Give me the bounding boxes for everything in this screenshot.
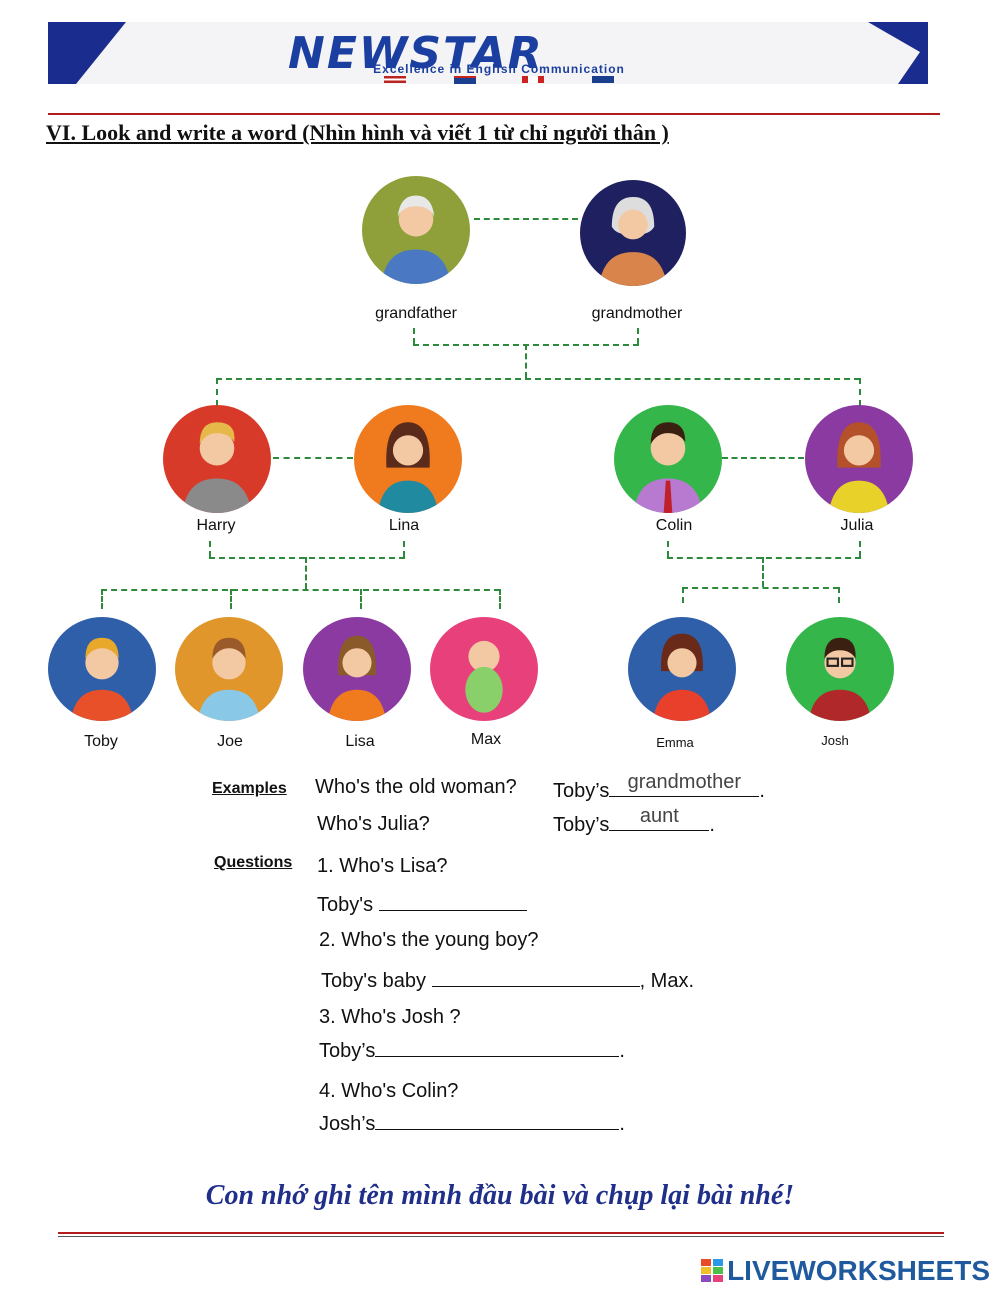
footer-reminder: Con nhớ ghi tên mình đầu bài và chụp lại…	[205, 1180, 795, 1211]
question-2-answer-input[interactable]	[431, 966, 640, 987]
emma-avatar	[628, 617, 736, 721]
connector	[403, 541, 405, 557]
josh-avatar	[786, 617, 894, 721]
toby-avatar	[48, 617, 156, 721]
grandmother-avatar	[580, 180, 686, 286]
footer-divider-2	[58, 1236, 944, 1237]
liveworksheets-logo: LIVEWORKSHEETS	[701, 1255, 990, 1287]
header-banner: NEWSTAR Excellence in English Communicat…	[48, 22, 928, 84]
joe-avatar	[175, 617, 283, 721]
uk-flag-icon	[454, 76, 476, 84]
connector	[859, 378, 861, 406]
footer-divider	[58, 1232, 944, 1234]
connector	[216, 378, 218, 406]
connector	[637, 328, 639, 344]
newstar-tagline: Excellence in English Communication	[373, 62, 625, 76]
julia-avatar	[805, 405, 913, 513]
liveworksheets-text: LIVEWORKSHEETS	[727, 1255, 990, 1286]
canada-flag-icon	[522, 76, 544, 83]
label-lina: Lina	[388, 517, 420, 534]
example-1-answer-line: Toby’s grandmother.	[553, 771, 765, 803]
colin-avatar	[614, 405, 722, 513]
connector	[413, 328, 415, 344]
question-4-suffix: .	[619, 1113, 625, 1135]
label-grandfather: grandfather	[375, 305, 457, 322]
connector	[667, 541, 669, 557]
connector	[230, 589, 232, 609]
lina-avatar	[354, 405, 462, 513]
question-4-answer-line: Josh’s.	[319, 1109, 625, 1136]
connector	[682, 587, 684, 603]
label-joe: Joe	[217, 733, 243, 750]
example-2-answer: aunt	[639, 805, 679, 827]
harry-avatar	[163, 405, 271, 513]
connector	[101, 589, 103, 609]
connector	[216, 378, 860, 380]
connector	[209, 557, 405, 559]
label-josh: Josh	[821, 733, 849, 748]
question-2-prefix: Toby's baby	[321, 970, 426, 992]
connector	[722, 457, 804, 459]
connector	[762, 557, 764, 587]
label-emma: Emma	[656, 735, 694, 750]
label-lisa: Lisa	[345, 733, 375, 750]
example-1-prefix: Toby’s	[553, 780, 610, 802]
connector	[305, 557, 307, 589]
example-2-prefix: Toby’s	[553, 814, 610, 836]
label-colin: Colin	[655, 517, 693, 534]
question-2: 2. Who's the young boy?	[319, 929, 539, 951]
grandfather-avatar	[362, 176, 470, 284]
question-2-suffix: , Max.	[639, 970, 695, 992]
connector	[525, 344, 527, 378]
example-1-answer: grandmother	[627, 771, 742, 793]
header-divider	[48, 113, 940, 115]
question-4: 4. Who's Colin?	[319, 1080, 459, 1102]
connector	[101, 589, 500, 591]
question-1: 1. Who's Lisa?	[317, 855, 448, 877]
questions-label: Questions	[214, 854, 293, 871]
label-julia: Julia	[840, 517, 874, 534]
connector	[667, 557, 861, 559]
exercise-heading: VI. Look and write a word (Nhìn hình và …	[46, 120, 669, 145]
connector	[682, 587, 839, 589]
question-3-answer-input[interactable]	[375, 1036, 620, 1057]
banner-decoration	[48, 22, 928, 84]
question-3: 3. Who's Josh ?	[319, 1006, 461, 1028]
label-max: Max	[470, 731, 502, 748]
connector	[859, 541, 861, 557]
label-harry: Harry	[196, 517, 236, 534]
example-1-question: Who's the old woman?	[315, 776, 517, 798]
connector	[273, 457, 353, 459]
us-flag-icon	[384, 76, 406, 83]
label-grandmother: grandmother	[591, 305, 683, 322]
example-2-answer-line: Toby’s aunt.	[553, 805, 715, 837]
question-2-answer-line: Toby's baby , Max.	[321, 966, 694, 993]
examples-label: Examples	[212, 780, 287, 797]
australia-flag-icon	[592, 76, 614, 83]
connector	[360, 589, 362, 609]
question-4-prefix: Josh’s	[319, 1113, 376, 1135]
newstar-logo: NEWSTAR	[288, 28, 544, 79]
question-3-suffix: .	[619, 1040, 625, 1062]
question-1-answer-input[interactable]	[378, 890, 527, 911]
question-3-answer-line: Toby’s.	[319, 1036, 625, 1063]
question-3-prefix: Toby’s	[319, 1040, 376, 1062]
max-avatar	[430, 617, 538, 721]
label-toby: Toby	[84, 733, 118, 750]
connector	[499, 589, 501, 609]
example-2-question: Who's Julia?	[317, 813, 430, 835]
example-1-suffix: .	[759, 780, 765, 802]
question-1-answer-line: Toby's	[317, 890, 527, 917]
connector	[838, 587, 840, 603]
question-4-answer-input[interactable]	[375, 1109, 620, 1130]
connector	[209, 541, 211, 557]
lisa-avatar	[303, 617, 411, 721]
example-2-suffix: .	[709, 814, 715, 836]
question-1-prefix: Toby's	[317, 894, 374, 916]
liveworksheets-cube-icon	[701, 1259, 724, 1282]
connector	[474, 218, 578, 220]
